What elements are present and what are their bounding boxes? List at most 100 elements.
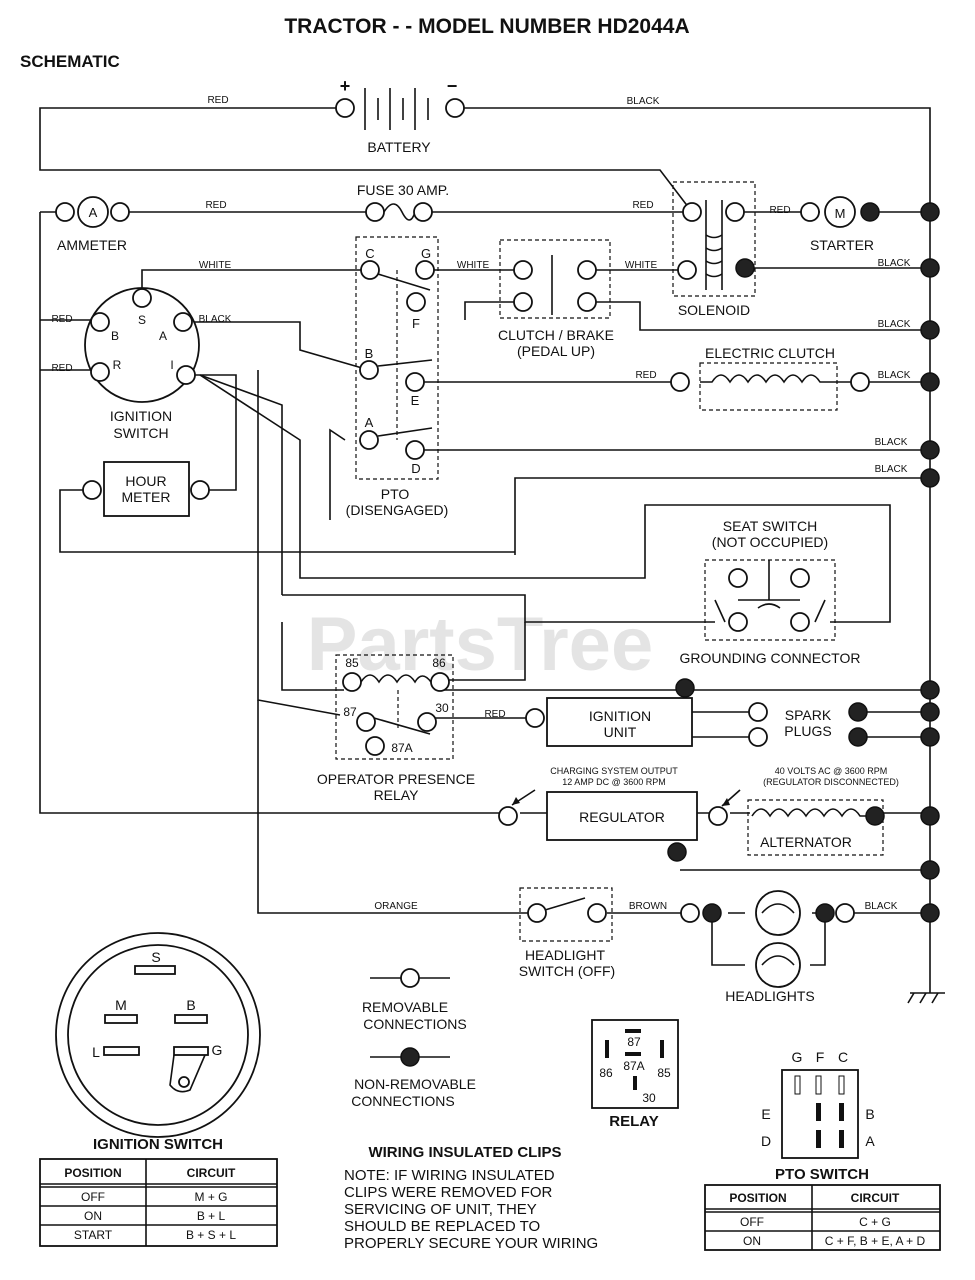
svg-text:POSITION: POSITION <box>729 1191 786 1205</box>
svg-text:WHITE: WHITE <box>457 260 490 271</box>
wires <box>39 107 931 993</box>
svg-text:IGNITION: IGNITION <box>589 708 651 724</box>
svg-text:CONNECTIONS: CONNECTIONS <box>363 1016 466 1032</box>
wire-color-labels: RED BLACK RED RED RED WHITE WHITE WHITE … <box>51 95 910 912</box>
svg-text:OFF: OFF <box>740 1215 764 1229</box>
electric-clutch: ELECTRIC CLUTCH <box>670 345 870 411</box>
svg-text:CLUTCH / BRAKE: CLUTCH / BRAKE <box>498 327 614 343</box>
svg-text:30: 30 <box>435 701 449 715</box>
fuse-label: FUSE 30 AMP. <box>357 182 449 198</box>
headlights: HEADLIGHTS <box>680 890 855 1004</box>
ammeter: A AMMETER <box>55 196 130 253</box>
svg-text:BLACK: BLACK <box>878 370 911 381</box>
svg-text:A: A <box>365 415 374 430</box>
diagram-title: TRACTOR - - MODEL NUMBER HD2044A <box>284 15 689 38</box>
svg-text:L: L <box>92 1044 100 1060</box>
svg-text:RED: RED <box>635 370 656 381</box>
svg-text:M + G: M + G <box>194 1190 227 1204</box>
svg-text:RED: RED <box>51 314 72 325</box>
legend: REMOVABLE CONNECTIONS NON-REMOVABLE CONN… <box>351 968 476 1109</box>
svg-text:BROWN: BROWN <box>629 901 667 912</box>
svg-text:HEADLIGHTS: HEADLIGHTS <box>725 988 814 1004</box>
svg-text:RED: RED <box>207 95 228 106</box>
battery: + − BATTERY <box>335 76 465 155</box>
pto-switch-detail: G F C E D B A PTO SWITCH POSITION CIRCUI… <box>704 1049 941 1251</box>
svg-text:87A: 87A <box>391 741 412 755</box>
svg-text:87: 87 <box>343 705 357 719</box>
svg-text:E: E <box>411 393 420 408</box>
svg-text:D: D <box>761 1133 771 1149</box>
svg-text:B: B <box>865 1106 874 1122</box>
operator-presence-relay: 85 86 87 30 87A OPERATOR PRESENCE RELAY <box>317 654 475 803</box>
svg-text:CONNECTIONS: CONNECTIONS <box>351 1093 454 1109</box>
svg-text:12 AMP DC @ 3600 RPM: 12 AMP DC @ 3600 RPM <box>562 777 666 787</box>
svg-text:RELAY: RELAY <box>374 787 420 803</box>
relay-detail: 87 87A 86 85 30 RELAY <box>591 1019 679 1130</box>
solenoid-label: SOLENOID <box>678 302 750 318</box>
svg-text:HOUR: HOUR <box>125 473 166 489</box>
ground-bus-connectors <box>675 202 940 923</box>
svg-text:F: F <box>816 1049 825 1065</box>
ammeter-label: AMMETER <box>57 237 127 253</box>
svg-text:C: C <box>838 1049 848 1065</box>
svg-text:UNIT: UNIT <box>604 724 637 740</box>
svg-text:D: D <box>411 461 420 476</box>
svg-text:SWITCH: SWITCH <box>113 425 168 441</box>
regulator: REGULATOR CHARGING SYSTEM OUTPUT 12 AMP … <box>498 766 698 862</box>
grounding-connector-label: GROUNDING CONNECTOR <box>680 650 861 666</box>
svg-text:A: A <box>89 205 98 220</box>
chassis-ground-icon <box>907 992 945 1004</box>
svg-text:WHITE: WHITE <box>625 260 658 271</box>
svg-text:87A: 87A <box>623 1059 644 1073</box>
svg-text:(PEDAL UP): (PEDAL UP) <box>517 343 595 359</box>
svg-text:POSITION: POSITION <box>64 1166 121 1180</box>
svg-text:S: S <box>151 949 160 965</box>
svg-text:NON-REMOVABLE: NON-REMOVABLE <box>354 1076 476 1092</box>
svg-text:86: 86 <box>432 656 446 670</box>
svg-text:BLACK: BLACK <box>878 258 911 269</box>
svg-text:HEADLIGHT: HEADLIGHT <box>525 947 606 963</box>
svg-text:B + S + L: B + S + L <box>186 1228 236 1242</box>
svg-text:OFF: OFF <box>81 1190 105 1204</box>
svg-text:(REGULATOR DISCONNECTED): (REGULATOR DISCONNECTED) <box>763 777 899 787</box>
svg-text:G: G <box>792 1049 803 1065</box>
diagram-subtitle: SCHEMATIC <box>20 52 120 71</box>
svg-text:ON: ON <box>743 1234 761 1248</box>
svg-text:A: A <box>865 1133 875 1149</box>
alternator: ALTERNATOR 40 VOLTS AC @ 3600 RPM (REGUL… <box>708 766 899 856</box>
svg-text:SPARK: SPARK <box>785 707 832 723</box>
svg-text:BLACK: BLACK <box>878 319 911 330</box>
svg-text:R: R <box>113 358 122 372</box>
svg-text:I: I <box>170 358 173 372</box>
svg-text:B: B <box>111 329 119 343</box>
battery-minus: − <box>447 76 458 96</box>
pto-switch: C G F B E A D PTO (DISENGAGED) <box>346 236 449 518</box>
watermark: PartsTree <box>307 602 653 687</box>
svg-text:ORANGE: ORANGE <box>374 901 418 912</box>
svg-text:B: B <box>365 346 374 361</box>
svg-text:SERVICING OF UNIT, THEY: SERVICING OF UNIT, THEY <box>344 1201 537 1218</box>
svg-text:(DISENGAGED): (DISENGAGED) <box>346 502 449 518</box>
svg-text:C: C <box>365 246 374 261</box>
svg-text:A: A <box>159 329 167 343</box>
spark-plugs: SPARK PLUGS <box>748 702 868 747</box>
svg-text:ON: ON <box>84 1209 102 1223</box>
svg-text:START: START <box>74 1228 113 1242</box>
svg-text:B: B <box>186 997 195 1013</box>
svg-text:RED: RED <box>51 363 72 374</box>
svg-text:REGULATOR: REGULATOR <box>579 809 665 825</box>
svg-text:PLUGS: PLUGS <box>784 723 831 739</box>
svg-text:RED: RED <box>632 200 653 211</box>
clutch-brake-switch: CLUTCH / BRAKE (PEDAL UP) <box>498 239 614 359</box>
svg-text:BLACK: BLACK <box>199 314 232 325</box>
svg-text:RED: RED <box>484 709 505 720</box>
svg-text:METER: METER <box>122 489 171 505</box>
svg-text:BLACK: BLACK <box>865 901 898 912</box>
svg-text:86: 86 <box>599 1066 613 1080</box>
svg-text:SHOULD BE REPLACED TO: SHOULD BE REPLACED TO <box>344 1218 540 1235</box>
battery-plus: + <box>340 76 351 96</box>
svg-text:WIRING INSULATED CLIPS: WIRING INSULATED CLIPS <box>368 1144 561 1161</box>
svg-text:C + F, B + E, A + D: C + F, B + E, A + D <box>825 1234 926 1248</box>
hour-meter: HOUR METER <box>82 461 210 517</box>
